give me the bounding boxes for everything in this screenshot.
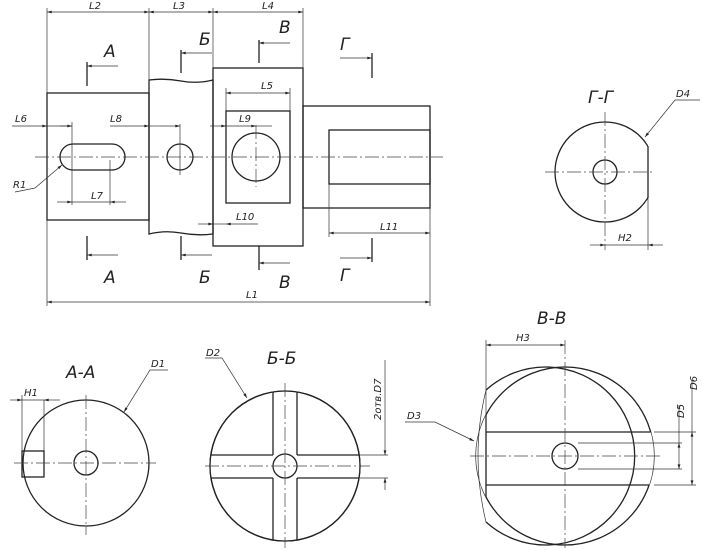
section-title-b-b: Б-Б: [267, 349, 296, 369]
section-mark-g-bottom: Г: [340, 266, 351, 286]
dim-D4: D4: [676, 89, 690, 100]
dim-L1: L1: [246, 290, 258, 301]
section-mark-v-top: В: [279, 18, 291, 38]
dim-H1: H1: [24, 388, 38, 399]
dim-D3: D3: [407, 411, 421, 422]
dim-L11: L11: [380, 222, 398, 233]
section-title-v-v: В-В: [537, 309, 566, 329]
dim-L5: L5: [261, 81, 273, 92]
section-mark-a-bottom: А: [103, 268, 116, 288]
section-mark-v-bottom: В: [279, 273, 291, 293]
dim-L8: L8: [110, 114, 122, 125]
section-b-b: Б-Б D2 2отв.D7: [205, 348, 388, 548]
dim-L2: L2: [89, 1, 101, 12]
dim-D6: D6: [689, 376, 700, 390]
dim-L10: L10: [236, 212, 254, 223]
dim-L4: L4: [262, 1, 274, 12]
dim-L3: L3: [173, 1, 185, 12]
dim-L6: L6: [15, 114, 27, 125]
dim-L7: L7: [91, 191, 104, 202]
dim-D2: D2: [206, 348, 220, 359]
dim-H3: H3: [516, 333, 530, 344]
dim-H2: H2: [618, 233, 632, 244]
section-mark-b-top: Б: [199, 30, 211, 50]
section-title-a-a: А-А: [65, 363, 95, 383]
section-a-a: А-А D1 H1: [10, 359, 168, 535]
section-v-v: В-В H3 D3 D5 D6: [405, 309, 700, 548]
section-mark-b-bottom: Б: [199, 268, 211, 288]
dim-R1: R1: [13, 180, 26, 191]
section-g-g: Г-Г D4 H2: [545, 88, 700, 250]
section-mark-a-top: А: [103, 42, 116, 62]
main-view: L2 L3 L4 L1 L6 L8 L9 L5 L7 L10 L11 R1 А …: [12, 1, 443, 306]
dim-D5: D5: [676, 404, 687, 418]
section-title-g-g: Г-Г: [588, 88, 615, 108]
dim-L9: L9: [239, 114, 251, 125]
section-mark-g-top: Г: [340, 35, 351, 55]
dim-D1: D1: [151, 359, 165, 370]
dim-D7: 2отв.D7: [373, 378, 384, 420]
